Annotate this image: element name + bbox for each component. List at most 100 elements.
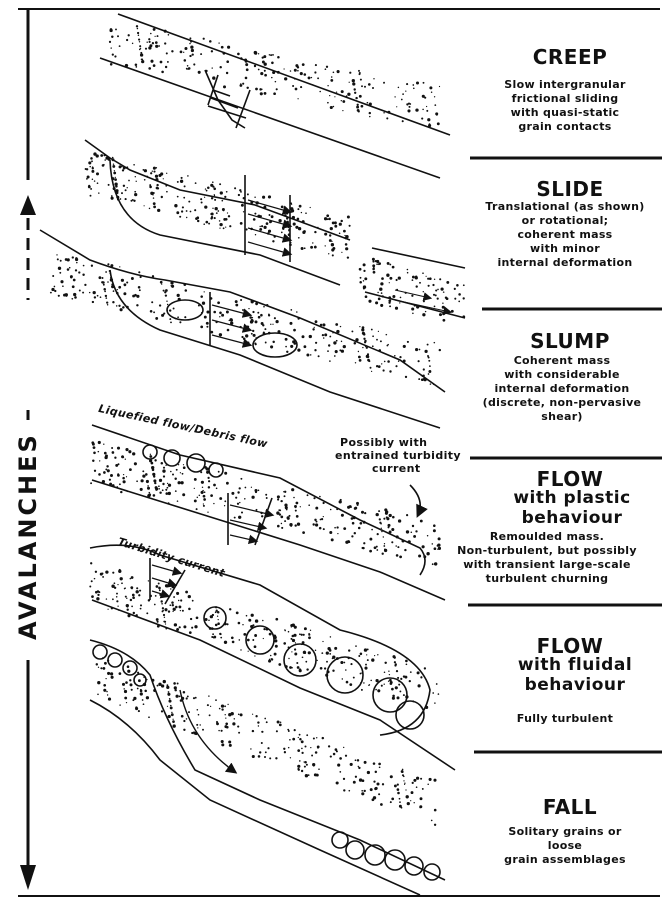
stipple-dot: [107, 158, 110, 161]
stipple-dot: [111, 177, 114, 180]
stipple-dot: [234, 187, 236, 189]
stipple-dot: [210, 184, 213, 187]
stipple-dot: [425, 311, 426, 312]
stipple-dot: [146, 176, 148, 178]
stipple-dot: [297, 218, 300, 221]
stipple-dot: [264, 718, 266, 720]
stipple-dot: [75, 258, 78, 261]
stipple-dot: [184, 48, 186, 50]
stipple-dot: [423, 291, 424, 292]
stipple-dot: [369, 103, 372, 106]
stipple-dot: [96, 663, 98, 665]
stipple-dot: [454, 298, 456, 300]
stipple-dot: [136, 304, 138, 306]
stipple-dot: [272, 54, 274, 56]
stipple-dot: [406, 795, 409, 798]
stipple-dot: [145, 48, 147, 50]
stipple-dot: [317, 77, 319, 79]
stipple-dot: [112, 572, 114, 574]
stipple-dot: [274, 639, 277, 642]
stipple-dot: [152, 275, 154, 277]
stipple-dot: [389, 282, 390, 283]
stipple-dot: [246, 326, 249, 329]
stipple-dot: [219, 708, 221, 710]
stipple-dot: [135, 176, 136, 177]
stipple-dot: [291, 667, 293, 669]
stipple-dot: [213, 188, 216, 191]
stipple-dot: [295, 64, 298, 67]
stipple-dot: [416, 786, 418, 788]
stipple-dot: [301, 740, 304, 743]
stipple-dot: [335, 323, 338, 326]
stipple-dot: [124, 283, 127, 286]
stipple-dot: [167, 487, 169, 489]
stipple-dot: [389, 305, 391, 307]
stipple-dot: [91, 160, 93, 162]
stipple-dot: [294, 729, 296, 731]
stipple-dot: [117, 584, 118, 585]
stipple-dot: [263, 628, 265, 630]
stipple-dot: [343, 230, 346, 233]
stipple-dot: [100, 667, 102, 669]
stipple-dot: [132, 43, 133, 44]
stipple-dot: [433, 779, 436, 782]
stipple-dot: [166, 686, 169, 689]
stipple-dot: [422, 376, 423, 377]
stipple-dot: [111, 195, 113, 197]
description-fall: Solitary grains or loose grain assemblag…: [470, 825, 660, 867]
stipple-dot: [436, 683, 438, 685]
stipple-dot: [362, 332, 365, 335]
stipple-dot: [322, 641, 323, 642]
stipple-dot: [177, 181, 179, 183]
stipple-dot: [324, 333, 327, 336]
stipple-dot: [176, 628, 179, 631]
stipple-dot: [423, 82, 425, 84]
stipple-dot: [119, 266, 120, 267]
stipple-dot: [208, 695, 209, 696]
stipple-dot: [345, 541, 348, 544]
stipple-dot: [323, 528, 325, 530]
stipple-dot: [437, 298, 439, 300]
stipple-dot: [369, 538, 372, 541]
stipple-dot: [163, 178, 164, 179]
stipple-dot: [423, 368, 425, 370]
stipple-dot: [228, 740, 231, 743]
stipple-dot: [129, 679, 131, 681]
stipple-dot: [190, 618, 192, 620]
stipple-dot: [159, 594, 162, 597]
stipple-dot: [299, 734, 301, 736]
stipple-dot: [355, 645, 357, 647]
stipple-dot: [349, 541, 351, 543]
stipple-dot: [179, 696, 181, 698]
stipple-dot: [188, 595, 191, 598]
stipple-dot: [127, 491, 128, 492]
stipple-dot: [240, 223, 242, 225]
stipple-dot: [139, 289, 141, 291]
stipple-dot: [138, 271, 140, 273]
stipple-dot: [412, 700, 414, 702]
stipple-dot: [375, 301, 378, 304]
stipple-dot: [252, 755, 255, 758]
stipple-dot: [141, 479, 144, 482]
stipple-dot: [168, 34, 170, 36]
stipple-dot: [272, 324, 273, 325]
stipple-dot: [383, 82, 385, 84]
stipple-dot: [434, 702, 435, 703]
stipple-dot: [143, 703, 145, 705]
stipple-dot: [331, 538, 334, 541]
stipple-dot: [119, 672, 122, 675]
stipple-dot: [183, 464, 184, 465]
stipple-dot: [138, 34, 140, 36]
stipple-dot: [396, 535, 399, 538]
stipple-dot: [292, 85, 294, 87]
stipple-dot: [252, 624, 254, 626]
stipple-dot: [111, 35, 113, 37]
stipple-dot: [150, 454, 151, 455]
stipple-dot: [200, 471, 202, 473]
stipple-dot: [246, 68, 249, 71]
stipple-dot: [298, 737, 299, 738]
stipple-dot: [394, 355, 396, 357]
stipple-dot: [308, 504, 310, 506]
stipple-dot: [371, 658, 374, 661]
